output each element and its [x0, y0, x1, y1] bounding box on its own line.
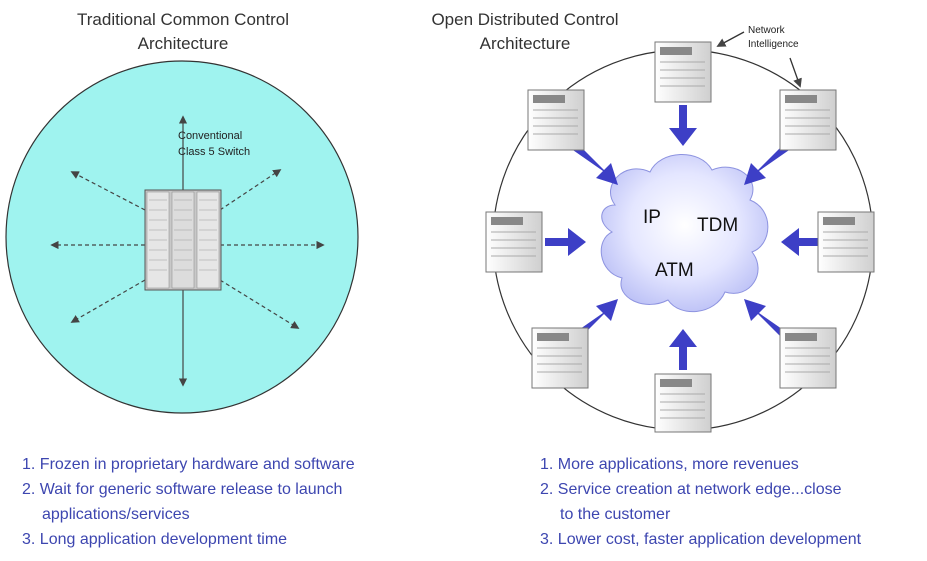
server-top [654, 41, 712, 103]
network-cloud [600, 154, 769, 313]
server-bottom [654, 373, 712, 433]
right-title-line2: Architecture [479, 34, 571, 53]
right-title: Open Distributed Control Architecture [400, 8, 650, 56]
network-label-line2: Intelligence [748, 39, 799, 50]
server-left [485, 211, 543, 273]
list-item: 3. Long application development time [22, 527, 452, 552]
right-title-line1: Open Distributed Control [431, 10, 619, 29]
server-bottom-right [779, 327, 837, 389]
list-item-text: 1. Frozen in proprietary hardware and so… [22, 456, 355, 473]
server-right [817, 211, 875, 273]
list-item-text: 1. More applications, more revenues [540, 456, 799, 473]
radial-arrows [50, 115, 325, 387]
list-item: 1. More applications, more revenues [540, 452, 925, 477]
right-points-list: 1. More applications, more revenues 2. S… [540, 452, 925, 552]
list-item-continuation: applications/services [42, 506, 190, 523]
switch-label: Conventional Class 5 Switch [178, 128, 308, 160]
list-item-text: 2. Wait for generic software release to … [22, 481, 343, 498]
class5-switch [144, 189, 222, 291]
network-intelligence-label: Network Intelligence [748, 24, 838, 52]
list-item: 1. Frozen in proprietary hardware and so… [22, 452, 452, 477]
list-item-text: 3. Long application development time [22, 531, 288, 548]
left-points-list: 1. Frozen in proprietary hardware and so… [22, 452, 452, 552]
list-item-text: 3. Lower cost, faster application develo… [540, 531, 862, 548]
cloud-label-atm: ATM [655, 260, 694, 281]
switch-label-line2: Class 5 Switch [178, 146, 251, 158]
network-label-line1: Network [748, 25, 785, 36]
server-top-right [779, 89, 837, 151]
left-title-line1: Traditional Common Control [77, 10, 289, 29]
server-bottom-left [531, 327, 589, 389]
server-top-left [527, 89, 585, 151]
list-item: 3. Lower cost, faster application develo… [540, 527, 925, 552]
list-item-continuation: to the customer [560, 506, 671, 523]
intelligence-pointers [716, 31, 802, 88]
left-title-line2: Architecture [137, 34, 229, 53]
left-title: Traditional Common Control Architecture [28, 8, 338, 56]
list-item-text: 2. Service creation at network edge...cl… [540, 481, 842, 498]
list-item: 2. Wait for generic software release to … [22, 477, 452, 527]
cloud-label-ip: IP [643, 207, 661, 228]
cloud-label-tdm: TDM [697, 215, 739, 236]
list-item: 2. Service creation at network edge...cl… [540, 477, 925, 527]
switch-label-line1: Conventional [178, 130, 243, 142]
